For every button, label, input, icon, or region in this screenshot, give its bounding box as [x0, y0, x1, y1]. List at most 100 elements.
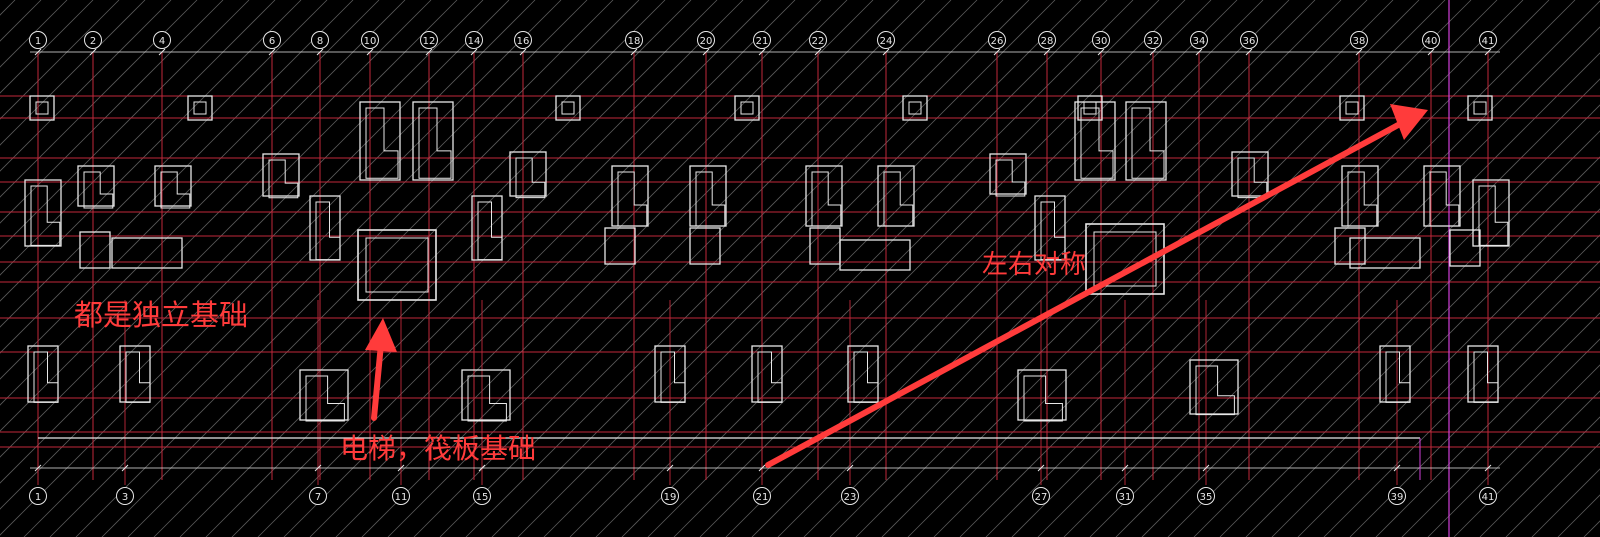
- square-footing: [902, 95, 928, 121]
- hatch-line: [465, 0, 1004, 537]
- arrow-elevator-head: [365, 318, 397, 352]
- column-outline: [305, 375, 345, 422]
- column-outline: [30, 185, 61, 246]
- dimension-tick: [425, 48, 433, 56]
- square-footing: [555, 95, 581, 121]
- annotation-arrows: [365, 104, 1428, 468]
- hatch-line: [491, 0, 1030, 537]
- hatch-line: [1011, 0, 1550, 537]
- hatch-line: [1037, 0, 1576, 537]
- column-outline: [561, 101, 575, 115]
- grid-axis-label: 16: [517, 36, 530, 47]
- dimension-tick: [1393, 464, 1401, 472]
- grid-bubble: [153, 31, 171, 49]
- grid-bubble: [309, 487, 327, 505]
- foundation-footings: [24, 95, 1510, 422]
- independent-footing: [471, 195, 503, 261]
- grid-axis-label: 1: [35, 36, 41, 47]
- dimension-tick: [470, 48, 478, 56]
- dimension-tick: [519, 48, 527, 56]
- grid-axis-label: 23: [844, 492, 857, 503]
- square-footing: [29, 95, 55, 121]
- grid-axis-label: 28: [1041, 36, 1054, 47]
- grid-axis-label: 24: [880, 36, 893, 47]
- column-outline: [515, 157, 546, 199]
- hatch-line: [0, 0, 198, 198]
- elevator-raft: [1085, 223, 1165, 295]
- hatch-line: [1453, 390, 1600, 537]
- column-outline: [1347, 171, 1378, 227]
- square-footing: [734, 95, 760, 121]
- hatch-line: [0, 0, 68, 68]
- grid-axis-label: 11: [395, 492, 408, 503]
- dimension-tick: [1245, 48, 1253, 56]
- column-outline: [1429, 171, 1460, 227]
- grid-bubble: [697, 31, 715, 49]
- dimension-tick: [1149, 48, 1157, 56]
- dimension-tick: [758, 464, 766, 472]
- dimension-tick: [1484, 464, 1492, 472]
- column-outline: [1473, 101, 1487, 115]
- column-outline: [418, 107, 452, 179]
- grid-axis-label: 30: [1095, 36, 1108, 47]
- grid-axis-label: 27: [1035, 492, 1048, 503]
- square-footing: [1467, 95, 1493, 121]
- independent-footing: [309, 195, 341, 261]
- dimension-tick: [702, 48, 710, 56]
- grid-axis-label: 2: [90, 36, 96, 47]
- column-outline: [1080, 107, 1114, 179]
- column-outline: [908, 101, 922, 115]
- grid-bubble: [1422, 31, 1440, 49]
- dimension-tick: [666, 464, 674, 472]
- hatch-line: [0, 0, 250, 250]
- dimension-tick: [316, 48, 324, 56]
- grid-bubble: [753, 31, 771, 49]
- grid-bubble: [1197, 487, 1215, 505]
- grid-bubble: [809, 31, 827, 49]
- grid-bubble: [1240, 31, 1258, 49]
- grid-bubble: [1388, 487, 1406, 505]
- grid-axis-label: 10: [364, 36, 377, 47]
- grid-axis-label: 8: [317, 36, 323, 47]
- column-outline: [1345, 101, 1359, 115]
- dimension-tick: [34, 48, 42, 56]
- grid-axis-label: 41: [1482, 36, 1495, 47]
- grid-bubble: [361, 31, 379, 49]
- column-outline: [33, 351, 59, 403]
- grid-axis-label: 39: [1391, 492, 1404, 503]
- grid-bubble: [1116, 487, 1134, 505]
- grid-bubble: [514, 31, 532, 49]
- grid-bubble: [420, 31, 438, 49]
- independent-footing: [1349, 237, 1421, 269]
- grid-bubble: [392, 487, 410, 505]
- column-outline: [160, 171, 191, 209]
- independent-footing: [77, 165, 115, 207]
- grid-bubble: [988, 31, 1006, 49]
- grid-axis-label: 15: [476, 492, 489, 503]
- column-outline: [365, 107, 399, 179]
- independent-footing: [27, 345, 59, 403]
- dimension-tick: [397, 464, 405, 472]
- grid-axis-label: 6: [269, 36, 275, 47]
- grid-bubble: [877, 31, 895, 49]
- column-outline: [1237, 157, 1268, 199]
- column-outline: [1195, 365, 1235, 416]
- column-outline: [617, 171, 648, 227]
- independent-footing: [1125, 101, 1167, 181]
- hatch-line: [1063, 0, 1600, 537]
- grid-bubble: [1038, 31, 1056, 49]
- independent-footing: [751, 345, 783, 403]
- hatch-line: [0, 0, 380, 380]
- hatch-line: [647, 0, 1186, 537]
- grid-axis-label: 41: [1482, 492, 1495, 503]
- grid-bubble: [29, 487, 47, 505]
- grid-bubble: [473, 487, 491, 505]
- hatch-line: [0, 0, 302, 302]
- hatch-line: [0, 0, 94, 94]
- column-outline: [1131, 107, 1165, 179]
- grid-axis-label: 20: [700, 36, 713, 47]
- grid-axis-label: 22: [812, 36, 825, 47]
- dimension-tick: [1121, 464, 1129, 472]
